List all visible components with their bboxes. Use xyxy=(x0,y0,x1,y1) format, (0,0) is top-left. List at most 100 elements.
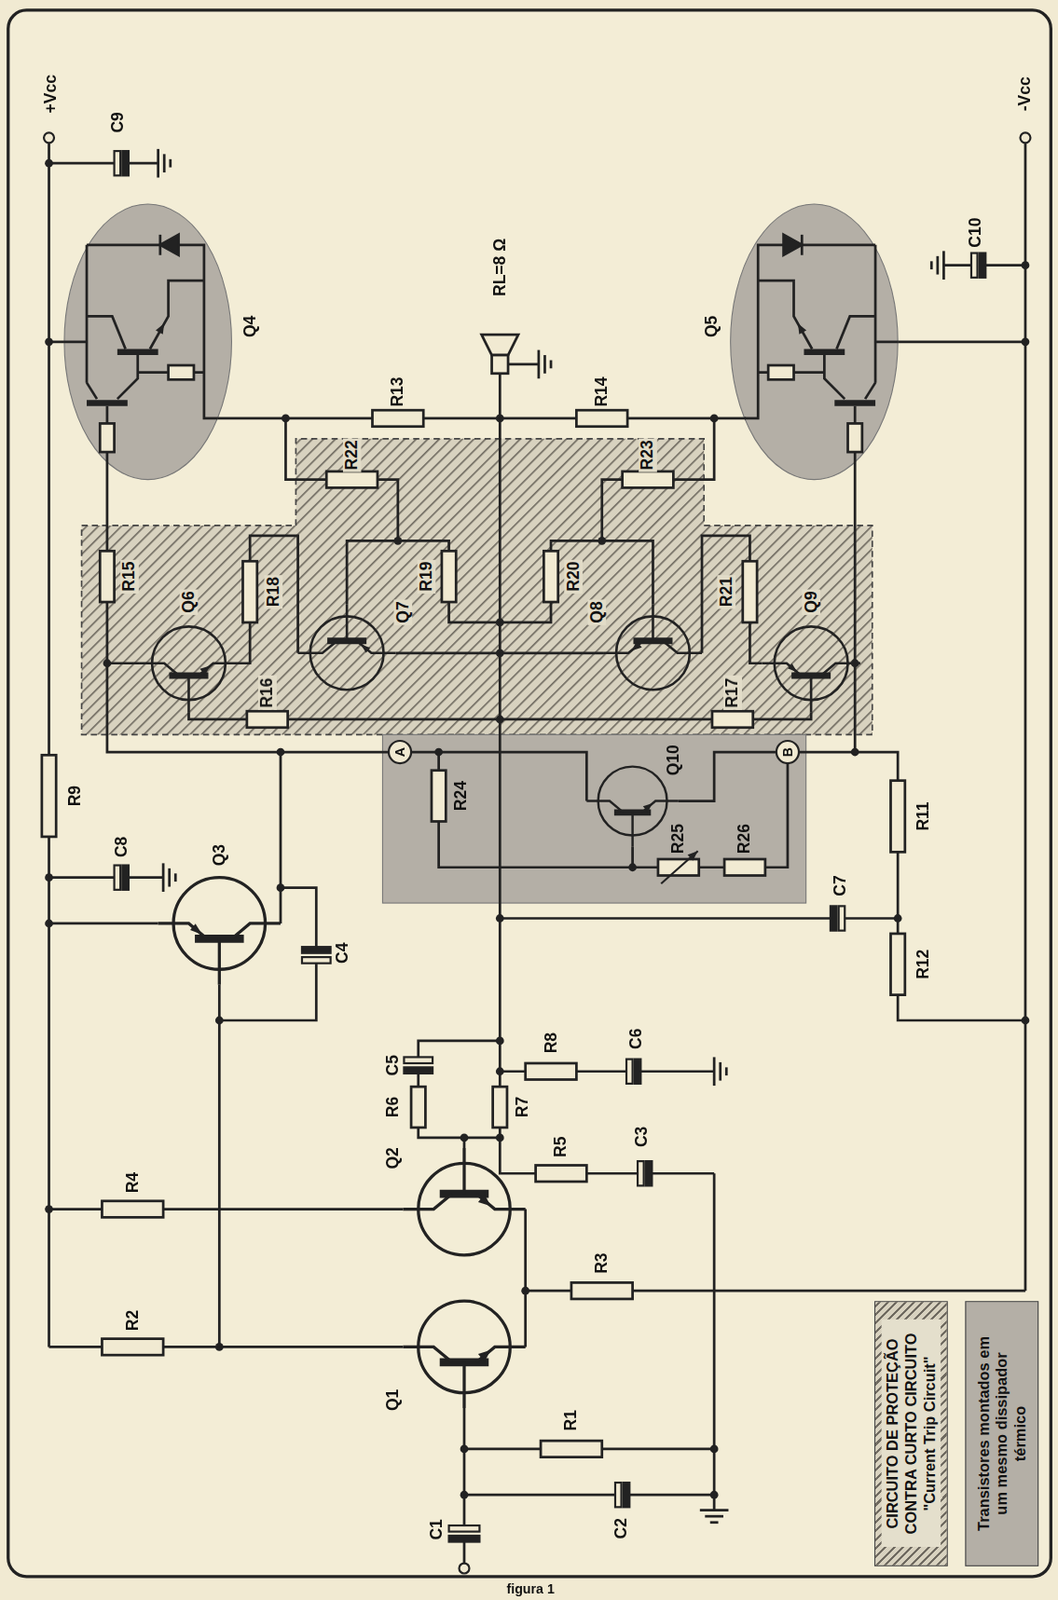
component-label: R8 xyxy=(541,1030,561,1057)
component-label: A xyxy=(392,745,408,760)
capacitor-symbol xyxy=(637,1161,645,1186)
terminal xyxy=(43,132,55,143)
ground-symbol xyxy=(158,149,171,179)
capacitor-symbols xyxy=(114,151,987,1542)
capacitor-symbol xyxy=(634,1059,642,1085)
component-label: -Vcc xyxy=(1016,74,1035,113)
capacitor-symbol xyxy=(449,1525,481,1533)
resistor-symbol xyxy=(41,755,56,838)
test-point xyxy=(776,741,799,764)
component-label: C6 xyxy=(627,1026,646,1052)
resistor-symbol xyxy=(890,934,905,996)
component-label: C5 xyxy=(384,1053,403,1079)
resistor-symbol xyxy=(371,410,424,427)
transistor-symbol xyxy=(402,1148,525,1256)
component-label: Q5 xyxy=(702,314,722,341)
capacitor-symbol xyxy=(830,906,838,931)
wire xyxy=(418,1041,715,1139)
component-label: Q3 xyxy=(209,842,229,869)
transistor-symbol xyxy=(298,604,397,690)
component-label: R24 xyxy=(452,779,471,814)
wire xyxy=(464,364,715,1512)
component-label: R22 xyxy=(343,438,362,473)
component-label: C2 xyxy=(612,1516,632,1542)
darlington-symbol xyxy=(744,234,898,463)
junction-dots xyxy=(44,159,1030,1500)
component-label: R21 xyxy=(716,575,736,610)
protection-region xyxy=(82,439,873,736)
wire xyxy=(107,462,500,924)
heatsink-oval xyxy=(64,204,232,481)
component-label: R14 xyxy=(592,374,612,410)
resistor-symbol xyxy=(326,471,378,489)
capacitor-symbol xyxy=(626,1059,633,1085)
component-label: C3 xyxy=(632,1124,652,1150)
resistor-symbol xyxy=(724,859,766,877)
transistor-symbols xyxy=(64,234,898,1409)
component-label: R12 xyxy=(914,948,934,983)
resistor-symbol xyxy=(742,561,757,623)
component-label: R4 xyxy=(123,1170,142,1196)
capacitor-symbol xyxy=(979,253,987,278)
wire xyxy=(49,878,317,1348)
component-label: Q7 xyxy=(393,599,413,626)
component-label: Q10 xyxy=(664,742,684,779)
trimmer-arrow xyxy=(660,851,698,884)
test-point xyxy=(388,741,412,764)
ground-symbol xyxy=(700,1511,729,1524)
component-label: R23 xyxy=(638,438,658,473)
transistor-symbol xyxy=(402,1301,525,1409)
capacitor-symbol xyxy=(403,1067,433,1074)
component-label: R19 xyxy=(417,559,437,594)
component-label: R9 xyxy=(66,783,85,810)
transistor-symbol xyxy=(158,878,281,986)
component-label: C1 xyxy=(427,1517,447,1543)
capacitor-symbol xyxy=(838,906,846,931)
heatsink-region xyxy=(382,734,806,904)
transistor-symbol xyxy=(586,767,679,848)
wire xyxy=(285,418,715,623)
figure-caption: figura 1 xyxy=(506,1581,554,1597)
component-label: Q8 xyxy=(587,599,606,626)
capacitor-symbol xyxy=(114,865,122,891)
capacitor-symbol xyxy=(623,1483,631,1508)
speaker-symbol xyxy=(481,334,519,374)
heatsink-oval xyxy=(730,204,898,481)
component-label: C7 xyxy=(831,873,851,899)
legend-text: Transistores montados em um mesmo dissip… xyxy=(972,1319,1031,1548)
component-label: Q2 xyxy=(384,1145,403,1172)
ground-symbol xyxy=(538,350,551,380)
resistor-symbol xyxy=(712,711,754,729)
resistor-symbol xyxy=(431,770,446,823)
transistor-symbol xyxy=(762,626,861,713)
component-label: R16 xyxy=(258,675,277,711)
capacitor-symbol xyxy=(302,947,331,954)
component-label: Q6 xyxy=(179,589,199,616)
darlington-symbol xyxy=(64,234,218,463)
component-label: +Vcc xyxy=(41,72,61,116)
resistor-symbol xyxy=(535,1165,588,1182)
component-label: R26 xyxy=(735,822,755,857)
component-label: C10 xyxy=(965,215,985,250)
terminals xyxy=(43,132,1031,1574)
component-label: R3 xyxy=(592,1250,612,1277)
transistor-symbol xyxy=(604,604,702,690)
transistor-symbol xyxy=(139,626,238,713)
component-label: R7 xyxy=(513,1095,533,1121)
resistor-symbols xyxy=(41,410,906,1457)
capacitor-symbol xyxy=(403,1057,433,1064)
terminal xyxy=(1020,132,1031,143)
capacitor-symbol xyxy=(302,957,331,964)
resistor-symbol xyxy=(890,781,905,853)
resistor-symbol xyxy=(411,1086,426,1128)
component-label: Q4 xyxy=(240,314,260,341)
component-label: R25 xyxy=(669,822,688,857)
resistor-symbol xyxy=(571,1282,633,1300)
component-label: R2 xyxy=(123,1308,142,1334)
capacitor-symbol xyxy=(122,151,129,176)
component-label: B xyxy=(780,745,796,760)
ground-symbols xyxy=(158,149,945,1524)
component-label: Q9 xyxy=(801,589,821,616)
page-frame xyxy=(8,10,1052,1578)
resistor-symbol xyxy=(576,410,628,427)
